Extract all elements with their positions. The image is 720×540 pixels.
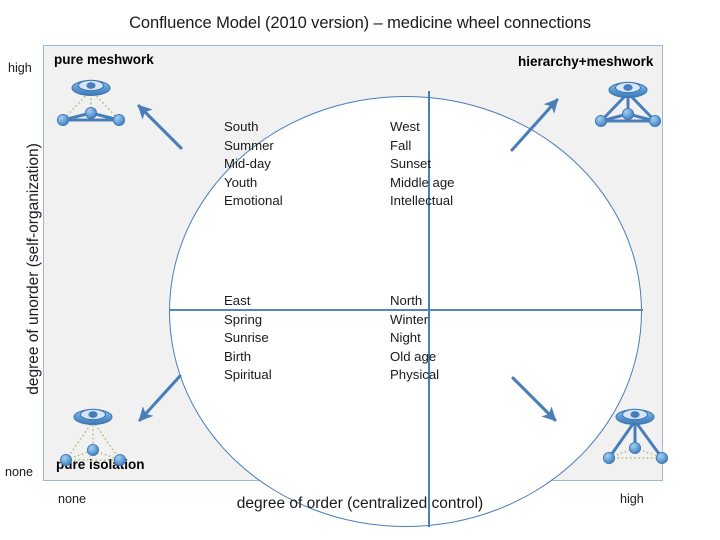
y-axis-tick-high: high <box>8 61 32 75</box>
quadrant-item: Spring <box>224 311 263 327</box>
corner-label-pure-isolation: pure isolation <box>56 457 145 472</box>
quadrant-item: Mid-day <box>224 156 271 172</box>
quadrant-item: Physical <box>390 367 440 383</box>
quadrant-item: Middle age <box>390 174 455 190</box>
quadrant-item: Sunset <box>390 156 432 172</box>
quadrant-item: South <box>224 119 259 134</box>
corner-label-hierarchy-meshwork: hierarchy+meshwork <box>518 54 654 69</box>
page-title: Confluence Model (2010 version) – medici… <box>129 14 591 32</box>
quadrant-item: Birth <box>224 348 252 364</box>
quadrant-item: Fall <box>390 137 412 153</box>
quadrant-item: Summer <box>224 137 274 153</box>
quadrant-item: Winter <box>390 311 429 327</box>
quadrant-item: Old age <box>390 348 437 364</box>
quadrant-item: Sunrise <box>224 330 269 346</box>
plot-area <box>43 45 663 527</box>
horizontal-divider-line <box>169 309 643 312</box>
quadrant-item: Intellectual <box>390 193 454 209</box>
y-axis-tick-none: none <box>5 465 34 479</box>
quadrant-item: Spiritual <box>224 367 272 383</box>
y-axis-title: degree of unorder (self-organization) <box>25 143 42 395</box>
corner-label-pure-meshwork: pure meshwork <box>54 52 154 67</box>
x-axis-tick-high: high <box>620 492 644 506</box>
quadrant-item: West <box>390 119 420 134</box>
x-axis-tick-none: none <box>58 492 87 506</box>
medicine-wheel-circle <box>169 96 642 527</box>
quadrant-item: Emotional <box>224 193 283 209</box>
x-axis-title: degree of order (centralized control) <box>236 495 484 512</box>
quadrant-item: East <box>224 293 251 308</box>
quadrant-item: Youth <box>224 174 258 190</box>
quadrant-item: Night <box>390 330 421 346</box>
quadrant-item: North <box>390 293 423 308</box>
